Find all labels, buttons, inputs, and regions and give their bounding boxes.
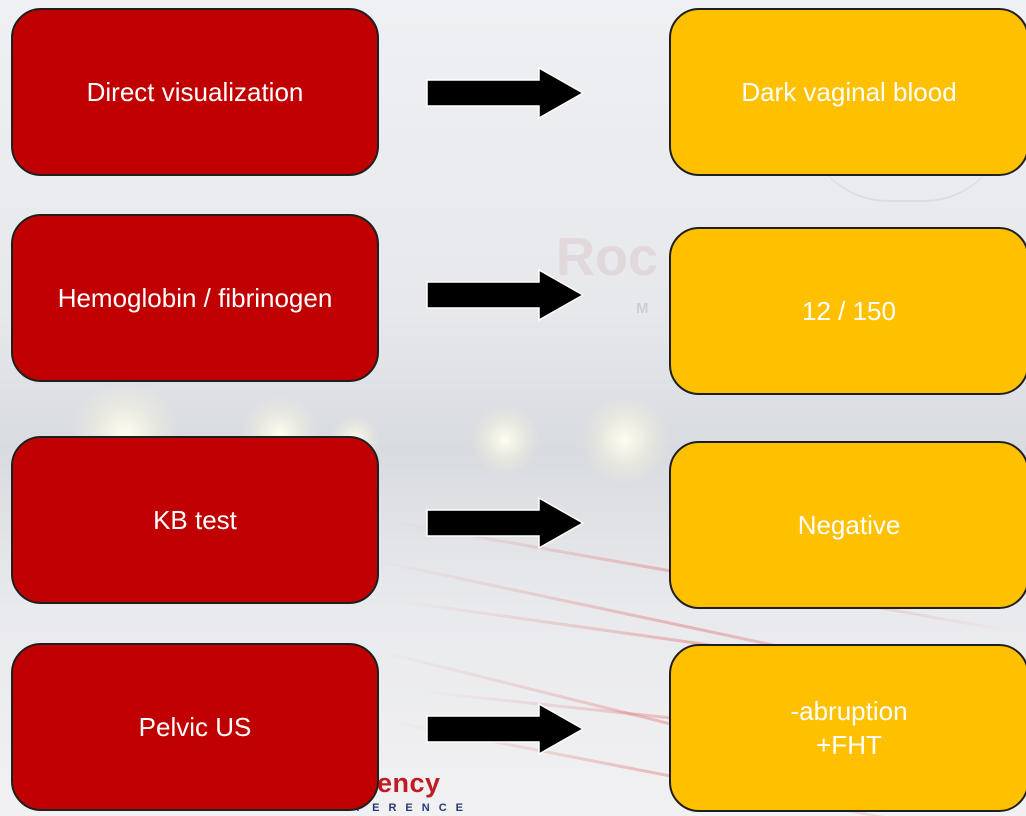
finding-box-4: Pelvic US	[11, 643, 379, 811]
watermark-subtext: M	[636, 300, 649, 317]
right-arrow-icon	[426, 268, 585, 322]
finding-box-1: Direct visualization	[11, 8, 379, 176]
result-label-3: Negative	[797, 509, 901, 540]
result-box-1: Dark vaginal blood	[669, 8, 1026, 176]
result-label-2: 12 / 150	[802, 295, 896, 326]
finding-label-4: Pelvic US	[138, 711, 252, 742]
finding-box-2: Hemoglobin / fibrinogen	[11, 214, 379, 382]
right-arrow-icon	[426, 496, 585, 550]
result-box-2: 12 / 150	[669, 227, 1026, 395]
finding-label-2: Hemoglobin / fibrinogen	[57, 282, 333, 313]
result-label-4: -abruption +FHT	[790, 695, 908, 760]
right-arrow-icon	[426, 702, 585, 756]
finding-label-3: KB test	[153, 504, 237, 535]
result-box-3: Negative	[669, 441, 1026, 609]
result-label-1: Dark vaginal blood	[741, 76, 957, 107]
result-box-4: -abruption +FHT	[669, 644, 1026, 812]
finding-box-3: KB test	[11, 436, 379, 604]
finding-label-1: Direct visualization	[86, 76, 304, 107]
right-arrow-icon	[426, 66, 585, 120]
watermark-text: Roc	[556, 227, 659, 287]
